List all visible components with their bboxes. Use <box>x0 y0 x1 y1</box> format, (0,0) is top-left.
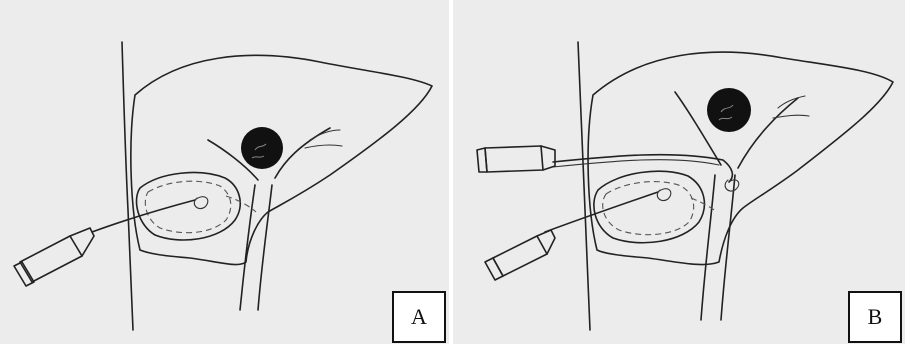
gallstone <box>707 88 751 132</box>
biliary-catheter-inner <box>553 160 719 167</box>
right-hepatic-duct <box>275 128 330 178</box>
panel-a: A <box>0 0 449 344</box>
gallbladder <box>136 173 240 240</box>
common-bile-duct-right-wall <box>721 175 735 320</box>
panel-b-illustration <box>453 0 905 344</box>
panel-label-a: A <box>392 291 446 343</box>
gallstone <box>241 127 283 169</box>
drainage-catheter <box>92 200 195 232</box>
panel-b: B <box>453 0 905 344</box>
common-bile-duct-right-wall <box>258 185 272 310</box>
liver-outline <box>131 55 432 264</box>
lower-syringe-icon <box>485 230 555 280</box>
gallbladder-inner-wall <box>603 182 694 235</box>
liver-outline <box>588 52 893 264</box>
syringe-icon <box>14 228 94 286</box>
gallbladder-inner-wall <box>145 181 231 232</box>
gallbladder-catheter <box>545 192 658 232</box>
duct-branch <box>305 130 342 148</box>
common-bile-duct-left-wall <box>240 185 255 310</box>
upper-syringe-icon <box>477 146 555 172</box>
panel-a-illustration <box>0 0 449 344</box>
biliary-catheter <box>553 155 732 182</box>
biliary-pigtail <box>725 180 739 191</box>
panel-label-b: B <box>848 291 902 343</box>
catheter-pigtail <box>194 197 208 209</box>
gallbladder-pigtail <box>657 189 671 201</box>
